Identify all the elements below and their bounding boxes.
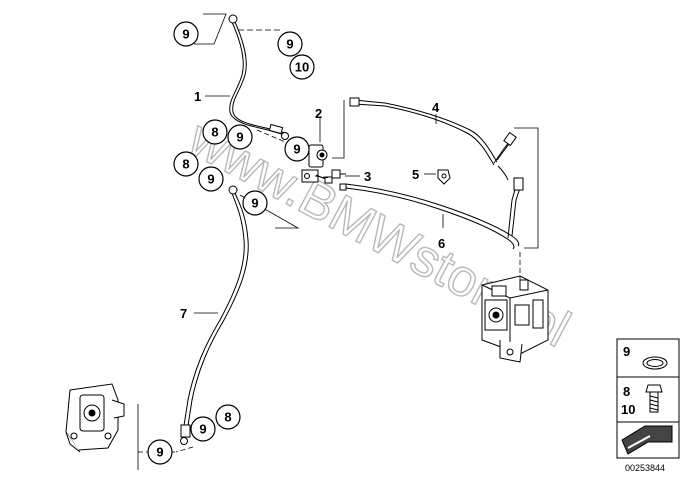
callouts [147,21,315,465]
distributor-valve-2 [301,144,333,184]
brake-hose-1 [228,14,289,140]
callout-10-top: 10 [295,60,309,75]
abs-modulator [481,275,549,363]
brake-hose-7 [180,185,249,445]
part-labels [194,95,444,314]
bracket-line-7 [137,194,300,470]
clip-5 [437,169,451,185]
callout-9-mid: 9 [236,130,243,145]
callout-9-hose7-top: 9 [251,196,258,211]
legend-item-9: 9 [623,344,630,359]
callout-8-lower: 8 [182,157,189,172]
bracket-line-1 [194,13,280,45]
washer-icon [642,356,668,370]
part-label-4: 4 [432,100,440,115]
part-label-5: 5 [412,167,419,182]
part-label-6: 6 [438,236,445,251]
callout-8-bottom: 8 [224,410,231,425]
callout-9-top-left: 9 [182,27,189,42]
callout-9-top-right: 9 [286,37,293,52]
screw-3 [331,169,346,179]
legend-item-8: 8 [623,384,630,399]
part-label-1: 1 [194,89,201,104]
callout-8-mid: 8 [211,125,218,140]
brake-pipe-4 [349,97,517,166]
brake-pipe-6 [339,165,524,250]
callout-9-lower: 9 [207,172,214,187]
part-label-2: 2 [315,106,322,121]
part-label-3: 3 [364,169,371,184]
legend-item-10: 10 [621,402,635,417]
part-label-7: 7 [180,306,187,321]
bracket-line-4 [332,100,539,249]
callout-9-valve: 9 [293,142,300,157]
callout-9-bottom-mid: 9 [199,422,206,437]
callout-9-bottom-left: 9 [156,445,163,460]
banjo-bolt-icon [645,384,663,413]
arrow-icon [621,425,673,455]
brake-caliper [65,383,125,453]
document-id: 00253844 [625,463,665,473]
